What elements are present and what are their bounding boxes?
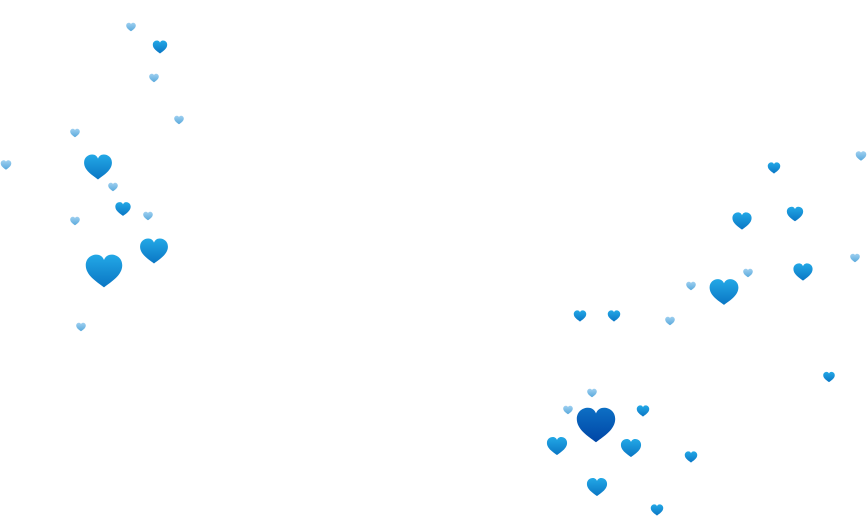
heart-icon [126, 22, 136, 32]
heart-icon [576, 407, 616, 443]
heart-icon [786, 206, 804, 222]
heart-icon [108, 182, 118, 192]
heart-icon [823, 371, 835, 383]
heart-icon [684, 451, 698, 463]
heart-icon [850, 253, 860, 263]
heart-icon [650, 504, 664, 516]
heart-icon [563, 405, 573, 415]
heart-icon [636, 405, 650, 417]
heart-icon [620, 438, 642, 458]
heart-icon [686, 281, 696, 291]
heart-icon [709, 279, 739, 305]
heart-icon [587, 388, 597, 398]
heart-icon [793, 263, 813, 281]
heart-icon [665, 316, 675, 326]
hearts-layer [0, 22, 867, 516]
heart-icon [115, 202, 131, 216]
heart-icon [140, 238, 168, 264]
heart-icon [85, 254, 123, 288]
heart-icon [70, 216, 80, 226]
heart-icon [767, 162, 781, 174]
heart-icon [573, 310, 587, 322]
heart-icon [732, 212, 752, 230]
heart-icon [149, 73, 159, 83]
heart-icon [855, 151, 867, 161]
heart-icon [174, 115, 184, 125]
heart-icon [152, 40, 168, 54]
heart-icon [546, 436, 568, 456]
heart-icon [70, 128, 80, 138]
heart-icon [743, 268, 753, 278]
heart-icon [76, 322, 86, 332]
heart-icon [607, 310, 621, 322]
heart-icon [84, 154, 112, 180]
heart-icon [143, 211, 153, 221]
heart-icon [0, 160, 12, 170]
heart-icon [586, 477, 608, 497]
